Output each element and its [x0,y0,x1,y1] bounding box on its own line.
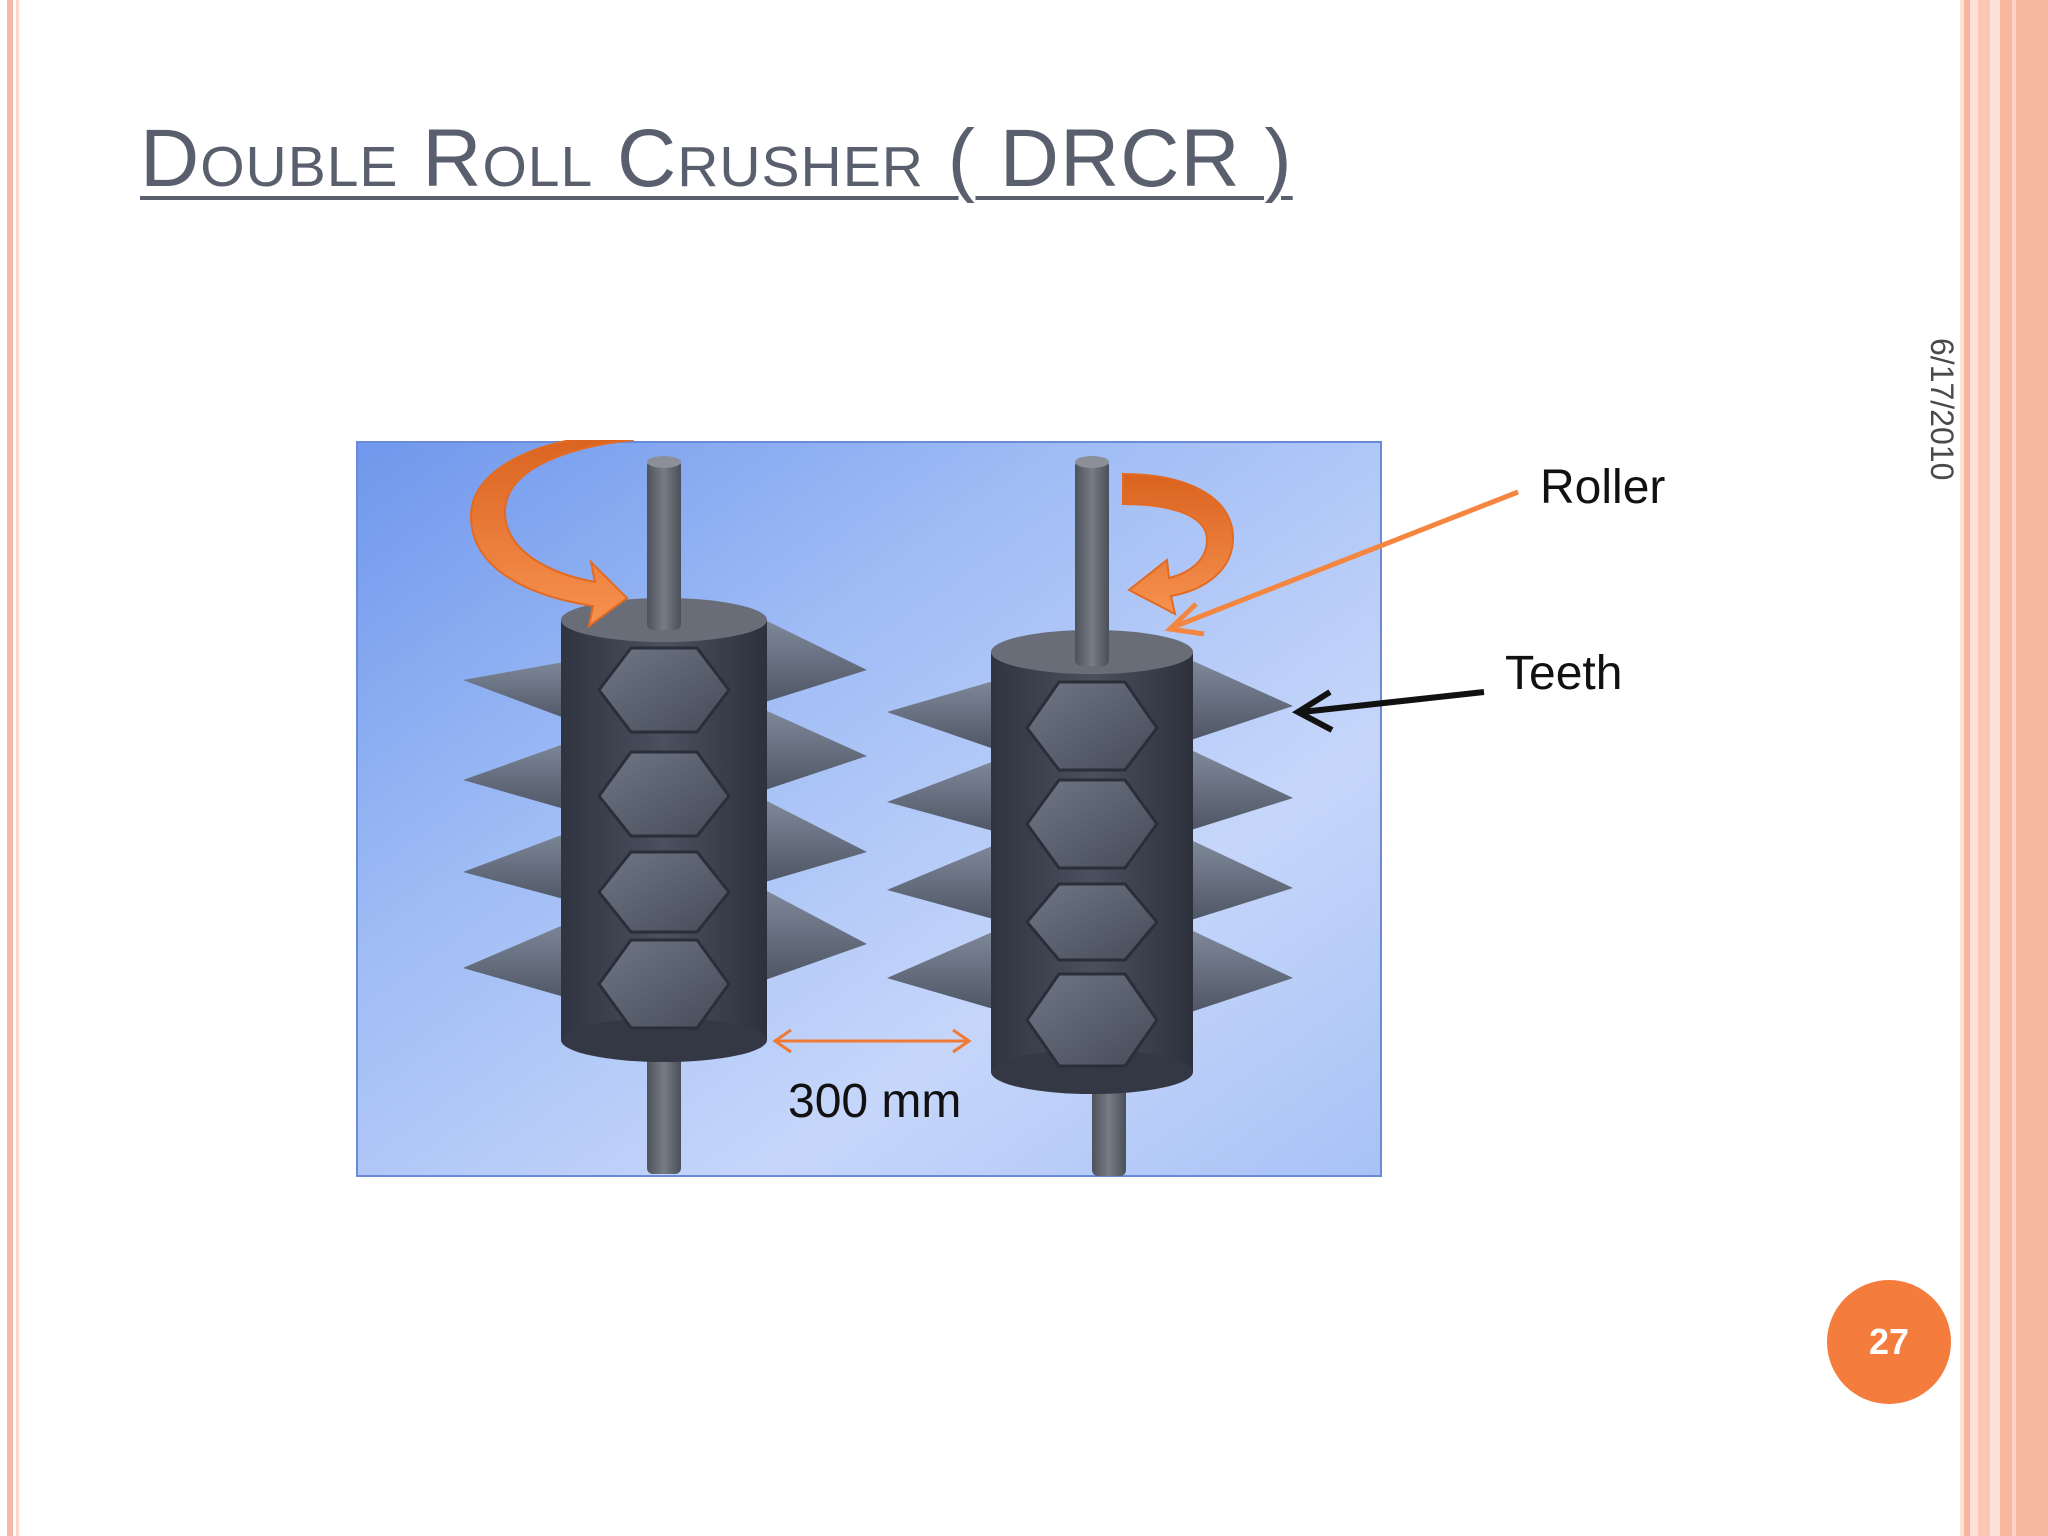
right-roller-tooth [887,844,997,920]
left-roller-tooth [765,800,867,882]
left-roller-tooth [463,660,575,722]
right-roller-tooth [1191,750,1293,830]
left-roller-top-shaft [647,460,681,630]
left-border-stripe [0,0,26,1536]
left-roller-tooth [463,740,575,812]
left-roller-rotation-arrow [469,440,634,629]
right-roller-hexagon [1025,972,1159,1068]
right-roller-hexagon [1025,680,1159,772]
right-border-bar [1960,0,2048,1536]
crusher-diagram [355,440,1385,1180]
right-roller-hexagon [1025,882,1159,962]
right-roller-tooth [887,680,997,750]
right-roller-tooth [1191,660,1293,740]
left-roller-tooth [463,830,575,902]
right-roller-top-shaft [1075,460,1109,666]
page-number-badge: 27 [1827,1280,1951,1404]
left-roller-tooth [765,710,867,790]
left-roller-hexagon [597,646,731,734]
left-roller-tooth [765,620,867,702]
left-roller-hexagon [597,750,731,838]
right-roller [887,456,1293,1176]
left-roller [463,440,867,1174]
teeth-label: Teeth [1505,647,1623,700]
left-roller-tooth [765,890,867,980]
left-roller-hexagon [597,850,731,934]
gap-dimension-label: 300 mm [788,1075,962,1128]
right-roller-hexagon [1025,778,1159,870]
roller-label: Roller [1540,461,1666,514]
right-roller-bottom-shaft [1092,1076,1126,1176]
slide-title: Double Roll Crusher ( DRCR ) [140,113,1293,204]
left-roller-tooth [463,920,575,1000]
left-roller-hexagon [597,938,731,1030]
right-roller-tooth [1191,930,1293,1012]
gap-dimension-arrow [772,1028,972,1054]
right-roller-tooth [887,930,997,1010]
right-roller-tooth [887,760,997,832]
right-roller-tooth [1191,840,1293,920]
left-roller-bottom-shaft [647,1040,681,1174]
slide-date: 6/17/2010 [1924,338,1960,481]
